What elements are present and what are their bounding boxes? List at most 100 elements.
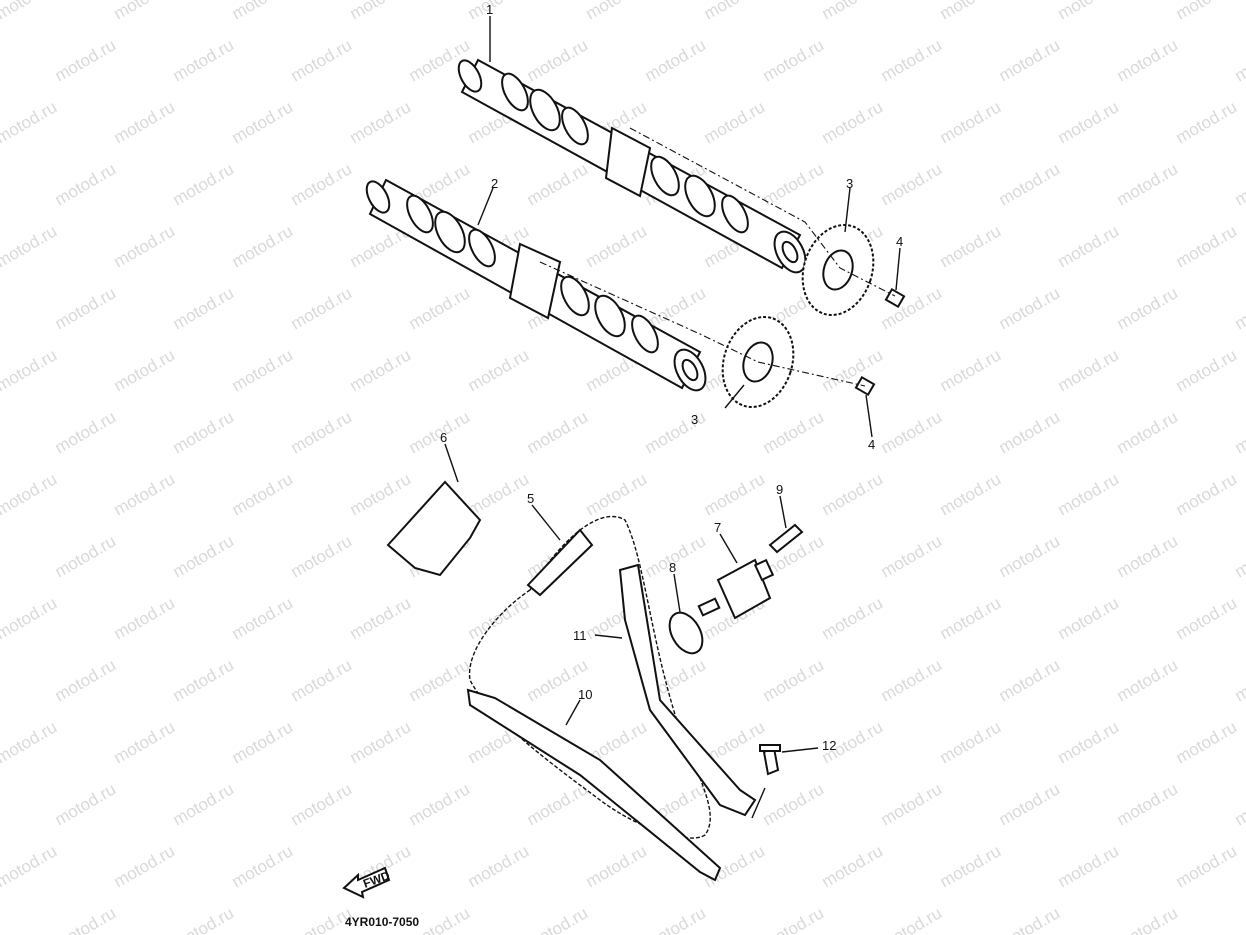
watermark-text: motod.ru [1114, 903, 1182, 935]
tensioner-gasket [668, 611, 704, 655]
watermark-text: motod.ru [1114, 407, 1182, 457]
watermark-text: motod.ru [347, 593, 415, 643]
callout-6: 6 [440, 430, 447, 445]
sprocket-lower [721, 316, 795, 408]
timing-chain [468, 515, 711, 839]
watermark-text: motod.ru [229, 717, 297, 767]
watermark-text: motod.ru [0, 469, 60, 519]
watermark-text: motod.ru [0, 0, 60, 23]
watermark-text: motod.ru [937, 221, 1005, 271]
watermark-text: motod.ru [760, 655, 828, 705]
watermark-text: motod.ru [1055, 717, 1123, 767]
camshaft-lower [365, 178, 707, 392]
watermark-text: motod.ru [52, 655, 120, 705]
callout-3-lower: 3 [691, 412, 698, 427]
watermark-text: motod.ru [229, 0, 297, 23]
watermark-text: motod.ru [701, 469, 769, 519]
watermark-text: motod.ru [583, 469, 651, 519]
watermark-text: motod.ru [1173, 717, 1241, 767]
watermark-text: motod.ru [1173, 469, 1241, 519]
watermark-text: motod.ru [288, 531, 356, 581]
watermark-text: motod.ru [170, 407, 238, 457]
watermark-text: motod.ru [0, 221, 60, 271]
watermark-text: motod.ru [52, 903, 120, 935]
watermark-text: motod.ru [111, 345, 179, 395]
guide-bolt [759, 744, 781, 776]
callout-12: 12 [822, 738, 836, 753]
watermark-text: motod.ru [111, 593, 179, 643]
watermark-text: motod.ru [819, 469, 887, 519]
watermark-text: motod.ru [347, 345, 415, 395]
watermark-text: motod.ru [760, 407, 828, 457]
watermark-text: motod.ru [0, 593, 60, 643]
watermark-text: motod.ru [937, 469, 1005, 519]
watermark-text: motod.ru [819, 593, 887, 643]
chain-guide-tensioner-side [618, 563, 757, 817]
watermark-text: motod.ru [1173, 593, 1241, 643]
watermark-text: motod.ru [1055, 97, 1123, 147]
camshaft-upper [457, 58, 807, 274]
watermark-text: motod.ru [170, 903, 238, 935]
watermark-text: motod.ru [1114, 655, 1182, 705]
watermark-text: motod.ru [229, 345, 297, 395]
watermark-text: motod.ru [0, 841, 60, 891]
watermark-text: motod.ru [583, 841, 651, 891]
watermark-text: motod.ru [1173, 221, 1241, 271]
watermark-text: motod.ru [878, 407, 946, 457]
watermark-text: motod.ru [0, 655, 1, 705]
watermark-text: motod.ru [937, 593, 1005, 643]
watermark-text: motod.ru [937, 345, 1005, 395]
watermark-text: motod.ru [1114, 779, 1182, 829]
watermark-text: motod.ru [52, 159, 120, 209]
callout-labels: 1 2 3 3 4 4 5 6 7 8 9 10 11 12 [440, 2, 903, 753]
watermark-text: motod.ru [1173, 841, 1241, 891]
watermark-text: motod.ru [0, 159, 1, 209]
callout-3-upper: 3 [846, 176, 853, 191]
diagram-code: 4YR010-7050 [345, 915, 419, 929]
watermark-text: motod.ru [52, 407, 120, 457]
watermark-text: motod.ru [465, 0, 533, 23]
watermark-text: motod.ru [0, 717, 60, 767]
leader-lines [444, 16, 901, 819]
watermark-text: motod.ru [1114, 35, 1182, 85]
watermark-text: motod.ru [0, 283, 1, 333]
watermark-text: motod.ru [288, 407, 356, 457]
forward-arrow-icon: FWD [342, 866, 392, 899]
callout-4-lower: 4 [868, 437, 875, 452]
watermark-text: motod.ru [347, 469, 415, 519]
watermark-text: motod.ru [347, 717, 415, 767]
watermark-text: motod.ru [996, 531, 1064, 581]
watermark-text: motod.ru [347, 0, 415, 23]
watermark-text: motod.ru [170, 655, 238, 705]
watermark-text: motod.ru [760, 903, 828, 935]
sprocket-bolt-upper [884, 287, 906, 309]
watermark-text: motod.ru [52, 35, 120, 85]
chain-guide-exhaust-side [466, 688, 722, 882]
watermark-text: motod.ru [1232, 407, 1246, 457]
watermark-text: motod.ru [937, 717, 1005, 767]
watermark-text: motod.ru [524, 407, 592, 457]
sprocket-upper [801, 224, 875, 316]
watermark-text: motod.ru [229, 97, 297, 147]
watermark-text: motod.ru [465, 593, 533, 643]
watermark-text: motod.ru [229, 593, 297, 643]
watermark-text: motod.ru [1232, 655, 1246, 705]
watermark-text: motod.ru [524, 903, 592, 935]
assembly-lines [539, 127, 896, 387]
watermark-text: motod.ru [937, 841, 1005, 891]
watermark-text: motod.ru [1232, 283, 1246, 333]
watermark-text: motod.ru [111, 0, 179, 23]
watermark-text: motod.ru [0, 97, 60, 147]
watermark-text: motod.ru [406, 283, 474, 333]
callout-11: 11 [573, 628, 587, 643]
callout-4-upper: 4 [896, 234, 903, 249]
watermark-text: motod.ru [878, 531, 946, 581]
watermark-text: motod.ru [760, 159, 828, 209]
watermark-text: motod.ru [111, 221, 179, 271]
watermark-text: motod.ru [229, 841, 297, 891]
callout-2: 2 [491, 176, 498, 191]
watermark-text: motod.ru [465, 841, 533, 891]
watermark-text: motod.ru [170, 531, 238, 581]
watermark-text: motod.ru [288, 159, 356, 209]
